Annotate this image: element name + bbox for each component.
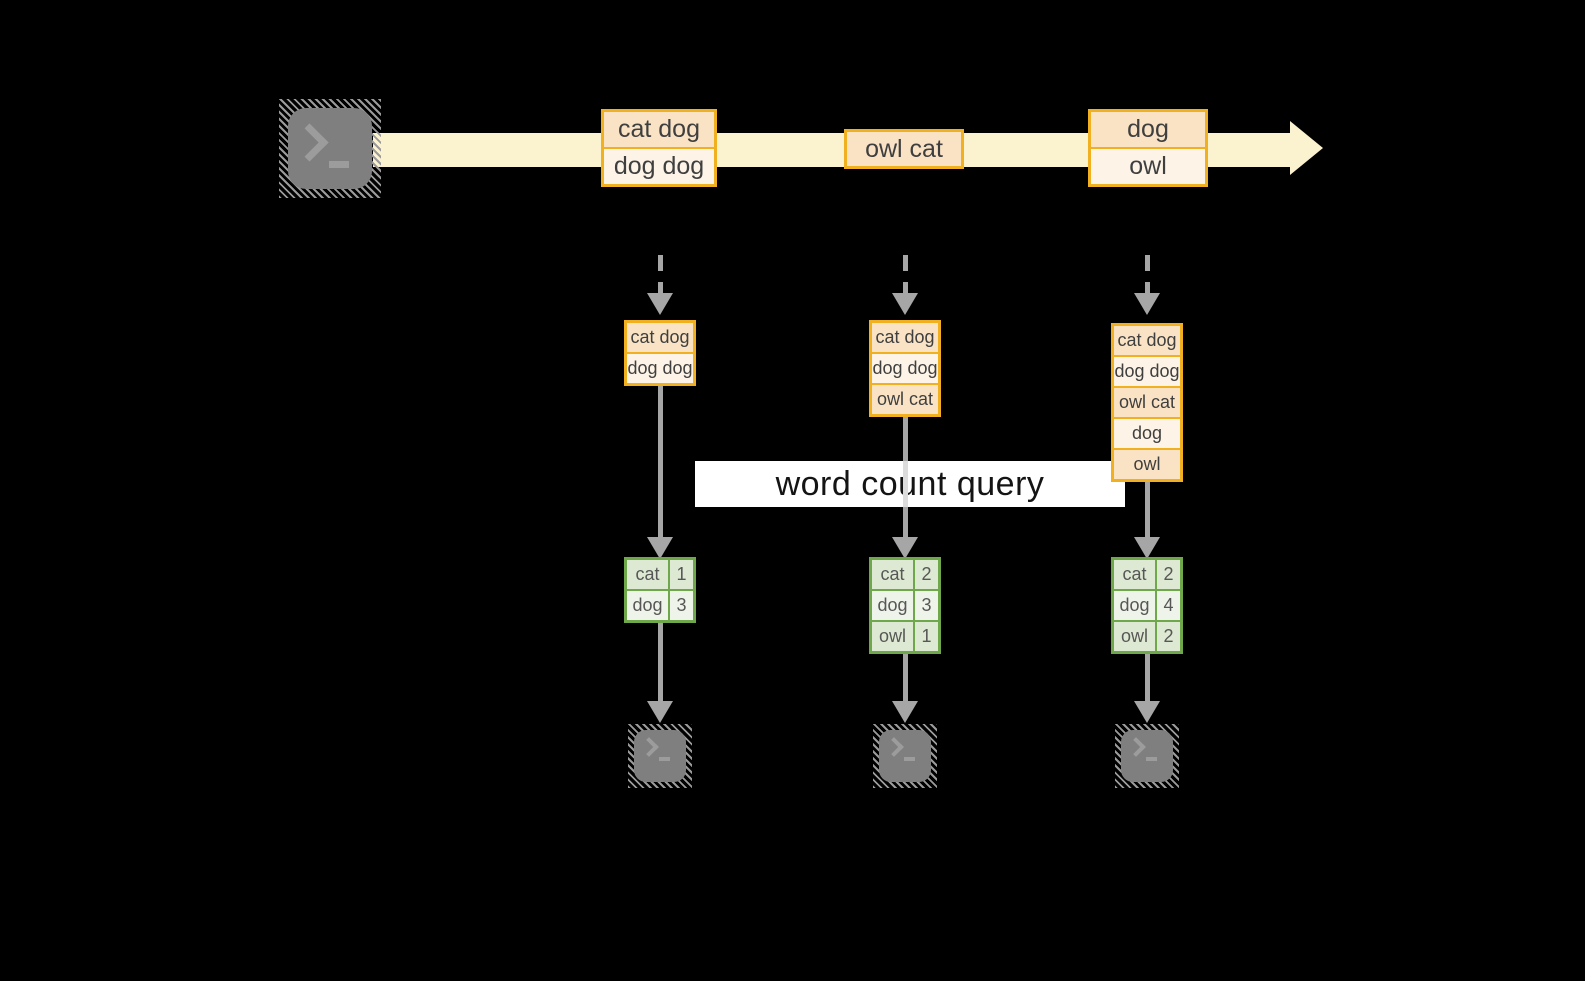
word-cell: dog [1114,591,1155,620]
state-row: owl [1114,450,1180,479]
terminal-screen [634,730,686,782]
record-cell: cat dog [604,112,714,147]
word-cell: owl [872,622,913,651]
prompt-underscore-icon [659,757,670,761]
stream-arrow-head [1290,121,1323,175]
state-row: cat dog [872,323,938,352]
state-stack-2: cat dog dog dog owl cat [869,320,941,417]
flow-line-through-band [903,461,908,507]
count-cell: 2 [915,560,938,589]
count-table-1: cat 1 dog 3 [624,557,696,623]
terminal-screen [288,108,372,189]
prompt-underscore-icon [1146,757,1157,761]
arrow-down-icon [1134,701,1160,723]
word-cell: owl [1114,622,1155,651]
count-cell: 2 [1157,560,1180,589]
word-cell: dog [872,591,913,620]
stream-record-1: cat dog dog dog [601,109,717,187]
prompt-underscore-icon [904,757,915,761]
arrow-down-icon [647,293,673,315]
query-label-band: word count query [695,461,1125,507]
count-cell: 1 [915,622,938,651]
record-cell: owl [1091,149,1205,184]
prompt-underscore-icon [329,161,349,168]
state-row: dog dog [627,354,693,383]
terminal-screen [879,730,931,782]
count-cell: 2 [1157,622,1180,651]
state-row: dog dog [1114,357,1180,386]
state-stack-1: cat dog dog dog [624,320,696,386]
query-label: word count query [775,464,1045,503]
arrow-down-icon [647,701,673,723]
count-table-2: cat 2 dog 3 owl 1 [869,557,941,654]
flow-line [658,384,663,538]
count-cell: 1 [670,560,693,589]
word-cell: cat [1114,560,1155,589]
count-cell: 3 [670,591,693,620]
flow-line [903,654,908,702]
record-cell: dog dog [604,149,714,184]
arrow-down-icon [647,537,673,559]
flow-line [1145,654,1150,702]
record-cell: dog [1091,112,1205,147]
state-row: cat dog [627,323,693,352]
arrow-down-icon [1134,537,1160,559]
flow-line [658,623,663,702]
count-cell: 4 [1157,591,1180,620]
dashed-arrow-line [903,255,908,293]
count-cell: 3 [915,591,938,620]
arrow-down-icon [892,537,918,559]
record-cell: owl cat [847,132,961,166]
state-row: dog [1114,419,1180,448]
terminal-icon [628,724,692,788]
state-row: cat dog [1114,326,1180,355]
terminal-icon [279,99,381,198]
state-row: owl cat [1114,388,1180,417]
terminal-icon [1115,724,1179,788]
state-row: owl cat [872,385,938,414]
count-table-3: cat 2 dog 4 owl 2 [1111,557,1183,654]
arrow-down-icon [892,701,918,723]
stream-record-3: dog owl [1088,109,1208,187]
word-cell: cat [872,560,913,589]
terminal-screen [1121,730,1173,782]
stream-record-2: owl cat [844,129,964,169]
flow-line [1145,480,1150,538]
arrow-down-icon [1134,293,1160,315]
word-cell: cat [627,560,668,589]
state-stack-3: cat dog dog dog owl cat dog owl [1111,323,1183,482]
dashed-arrow-line [658,255,663,293]
arrow-down-icon [892,293,918,315]
word-cell: dog [627,591,668,620]
dashed-arrow-line [1145,255,1150,293]
state-row: dog dog [872,354,938,383]
terminal-icon [873,724,937,788]
